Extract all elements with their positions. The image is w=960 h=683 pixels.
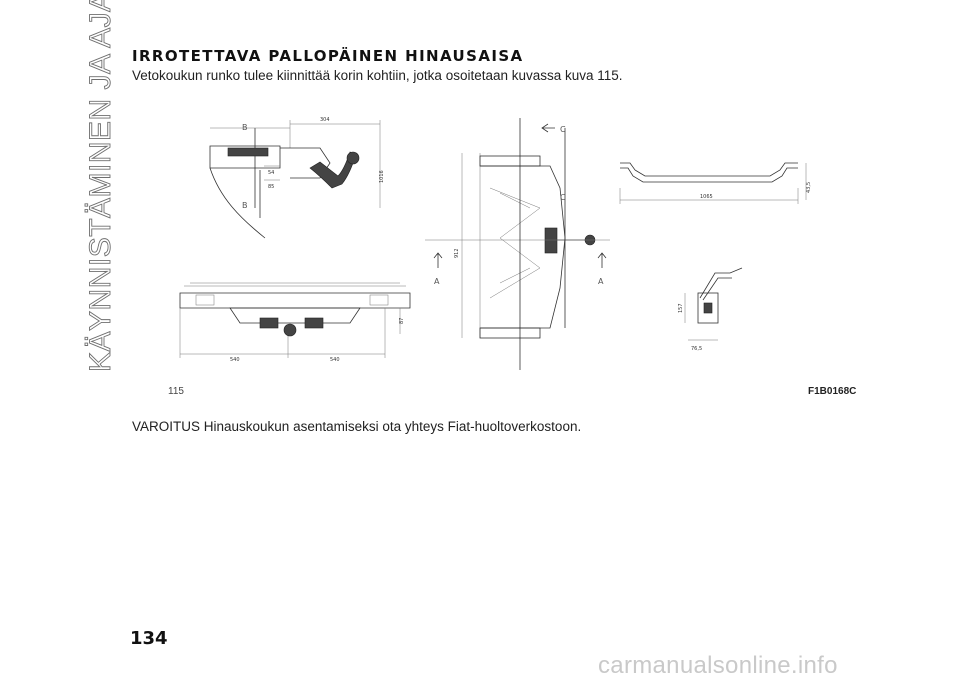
chapter-side-title: KÄYNNISTÄMINEN JA AJAMINEN — [84, 0, 118, 372]
bar-profile-drawing: 1065 43,5 — [619, 162, 812, 204]
site-watermark: carmanualsonline.info — [598, 652, 838, 679]
dim-bottom-height: 87 — [399, 318, 405, 324]
label-c-top: C — [560, 125, 566, 134]
dim-right-height: 43,5 — [806, 182, 812, 193]
label-a-right: A — [598, 277, 604, 286]
dim-detail-height: 157 — [678, 303, 684, 313]
dim-top-width: 304 — [320, 117, 330, 123]
dim-detail-width: 76,5 — [691, 346, 702, 352]
section-heading: IRROTETTAVA PALLOPÄINEN HINAUSAISA — [132, 47, 524, 65]
tow-hitch-drawing: 304 1016 54 85 B B — [179, 117, 812, 370]
dim-center-height: 912 — [454, 248, 460, 258]
dim-top-a: 54 — [268, 170, 274, 176]
side-view-drawing: 304 1016 54 85 B B — [209, 117, 385, 239]
label-c-bottom: C — [560, 193, 566, 202]
dim-top-b: 85 — [268, 184, 274, 190]
plan-view-drawing: 912 C C A A — [425, 118, 610, 370]
rear-view-drawing: 540 540 87 — [179, 282, 411, 363]
dim-top-height: 1016 — [379, 170, 385, 183]
label-b-top: B — [242, 123, 248, 132]
figure-number: 115 — [168, 386, 184, 397]
bracket-detail-drawing: 157 76,5 — [678, 267, 743, 352]
warning-paragraph: VAROITUS Hinauskoukun asentamiseksi ota … — [132, 419, 582, 434]
label-a-left: A — [434, 277, 440, 286]
intro-paragraph: Vetokoukun runko tulee kiinnittää korin … — [132, 68, 623, 83]
dim-bottom-right: 540 — [330, 357, 340, 363]
dim-right-width: 1065 — [700, 194, 713, 200]
label-b-bottom: B — [242, 201, 248, 210]
figure-code: F1B0168C — [808, 386, 857, 397]
page-number: 134 — [130, 628, 168, 649]
tow-hitch-diagram: 304 1016 54 85 B B — [170, 108, 860, 370]
dim-bottom-left: 540 — [230, 357, 240, 363]
